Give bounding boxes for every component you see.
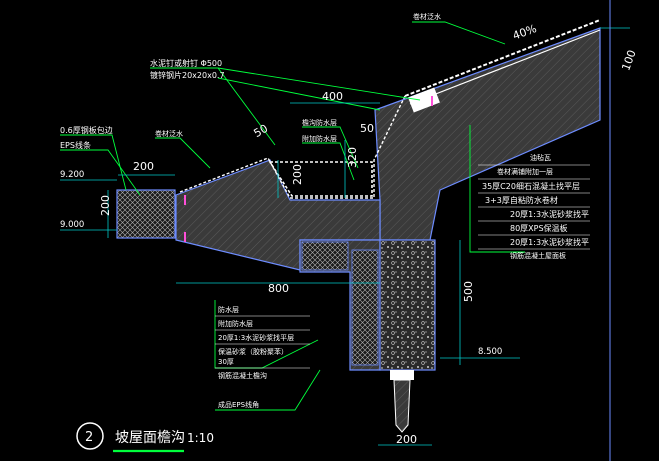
layer-left-1: 防水层 [218,305,239,314]
eps-block-lower [301,241,349,271]
tile-edge [408,87,440,113]
leader-left1 [60,134,127,191]
layer-left-5: 30厚 [218,358,234,366]
leader-eps [215,369,321,411]
note-bottom-eps: 成品EPS线角 [218,400,259,409]
roof-membrane-line [409,29,601,105]
note-gutter-2: 附加防水层 [302,134,337,143]
annotation-text: 卷材泛水 水泥钉或射钉 Φ500 镀锌钢片20x20x0.7 0.6厚钢板包边 … [60,12,441,409]
layer-right-7: 20厚1:3水泥砂浆找平 [510,237,589,247]
drawing-title: 坡屋面檐沟 [115,430,185,446]
note-gutter-1: 檐沟防水层 [302,118,337,127]
layer-right-4: 3+3厚自粘防水卷材 [485,195,558,205]
footing-cap [390,370,414,380]
leader-flashing [155,137,211,169]
layer-left-3: 20厚1:3水泥砂浆找平层 [218,333,294,342]
leader-top [412,21,506,45]
dim-200-left: 200 [99,195,112,216]
gutter-membrane-line [179,95,406,199]
layer-right-2: 卷材满铺附加一层 [497,167,553,176]
dimension-text: 400 50 50 320 200 200 200 800 500 100 20… [99,22,639,446]
slope-label: 40% [511,22,538,43]
leader-gutter2 [302,142,355,181]
dim-500: 500 [462,281,475,302]
layer-right-3: 35厚C20细石混凝土找平层 [482,181,580,191]
layer-right-8: 钢筋混凝土屋面板 [510,251,566,260]
gutter-cavity [268,161,373,197]
note-top: 卷材泛水 [413,12,441,21]
layer-left-6: 钢筋混凝土檐沟 [218,371,267,380]
note-top-left-2: 镀锌钢片20x20x0.7 [150,70,225,80]
dim-50b: 50 [360,122,374,135]
layer-right-6: 80厚XPS保温板 [510,223,568,233]
eps-block [116,189,176,239]
dim-200-mid: 200 [291,164,304,185]
elevations: 9.200 9.000 8.500 [60,170,502,357]
layer-list-right: 油毡瓦 卷材满铺附加一层 35厚C20细石混凝土找平层 3+3厚自粘防水卷材 2… [478,153,590,260]
note-left-1: 0.6厚钢板包边 [60,125,113,135]
structure [116,27,601,433]
callout-number: 2 [85,430,93,445]
layer-left-4: 保温砂浆（胶粉聚苯） [218,347,288,356]
dimension-lines [60,27,630,446]
layer-list-left: 防水层 附加防水层 20厚1:3水泥砂浆找平层 保温砂浆（胶粉聚苯） 30厚 钢… [215,305,310,380]
layer-left-2: 附加防水层 [218,319,253,328]
layer-right-5: 20厚1:3水泥砂浆找平 [510,209,589,219]
elev-9000: 9.000 [60,220,84,230]
elev-8500: 8.500 [478,347,502,357]
leader-gutter1 [302,126,359,169]
layer-right-1: 油毡瓦 [530,153,551,162]
dim-400: 400 [322,90,343,103]
wall-insulation [351,249,379,366]
drawing-scale: 1:10 [187,431,214,445]
dim-800: 800 [268,282,289,295]
callout-circle [76,422,104,450]
dim-320: 320 [346,147,359,168]
roof-tile-line [404,19,601,97]
footing-pile [393,379,411,433]
roof-slab [374,27,601,241]
note-left-2: EPS线条 [60,140,91,150]
dim-50a: 50 [252,122,271,140]
leader-right [469,125,525,253]
membrane-layers [179,19,601,242]
elev-9200: 9.200 [60,170,84,180]
dim-100: 100 [619,48,638,72]
note-flashing: 卷材泛水 [155,129,183,138]
note-top-left-1: 水泥钉或射钉 Φ500 [150,58,222,68]
dim-200-bottom: 200 [396,433,417,446]
title-block: 2 坡屋面檐沟 1:10 [76,422,214,453]
leader-left2 [60,149,141,196]
wall-column [379,239,436,371]
dim-200-top: 200 [133,160,154,173]
